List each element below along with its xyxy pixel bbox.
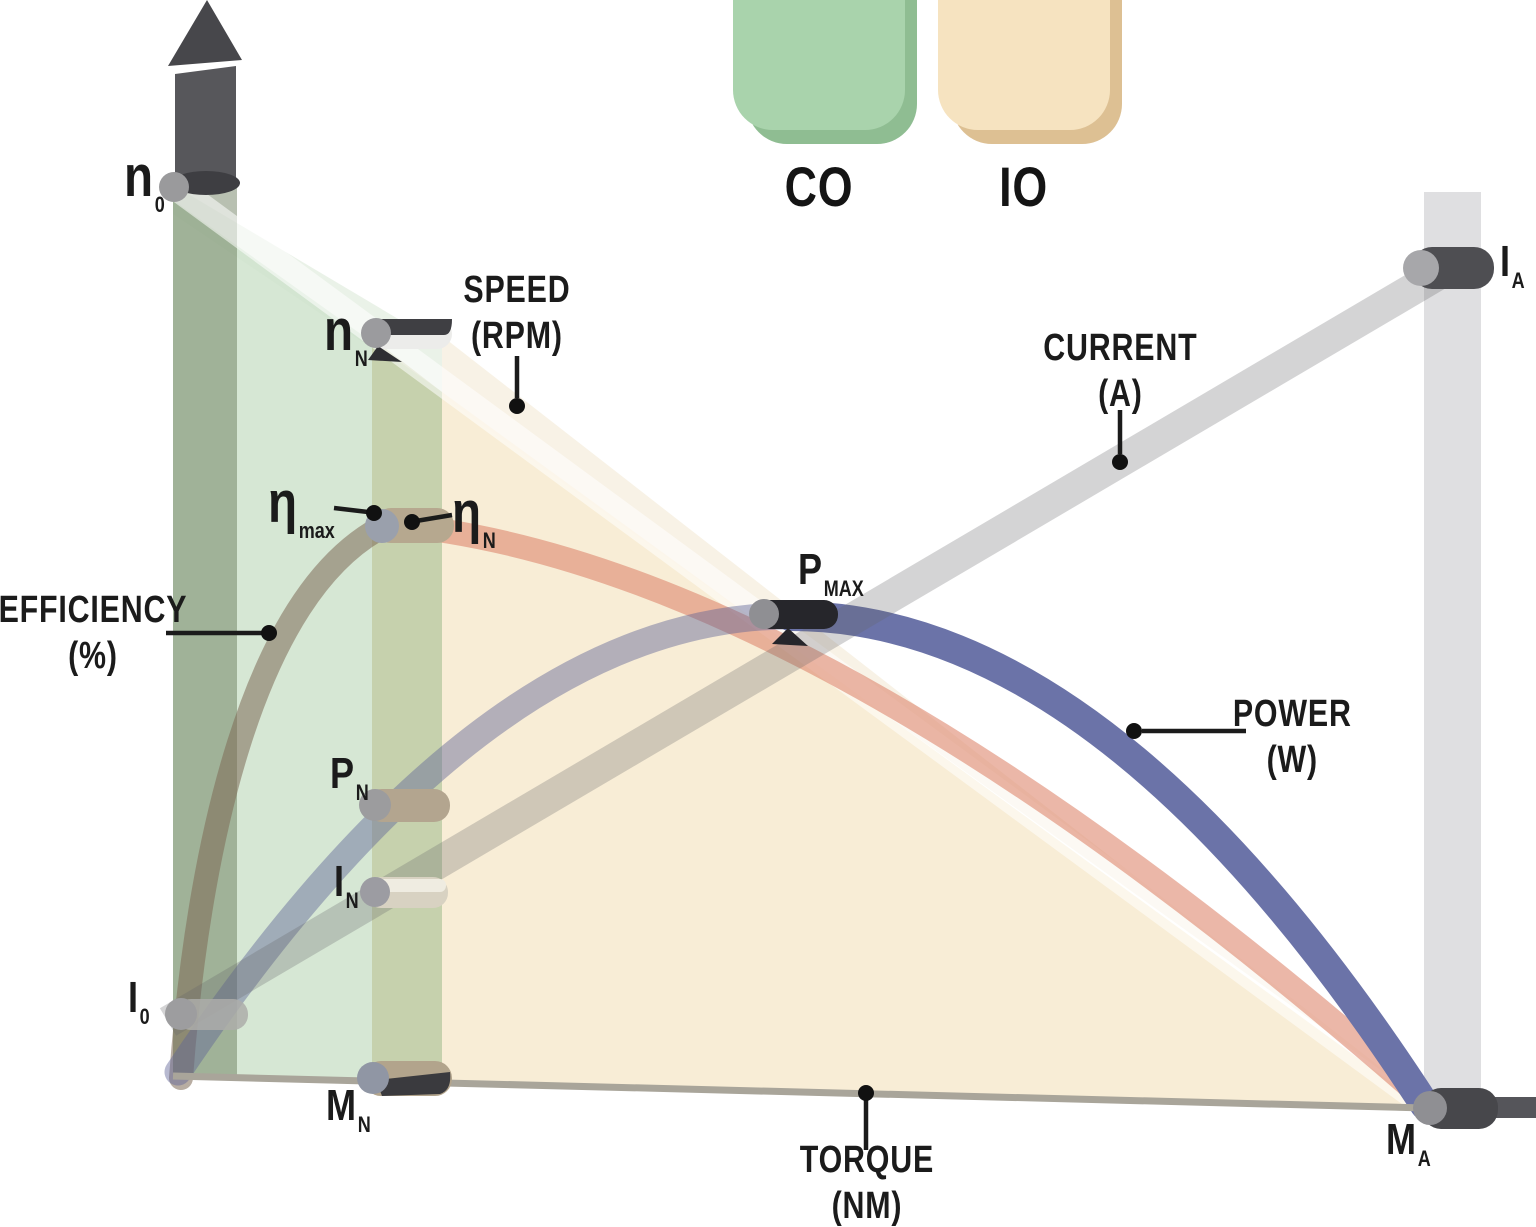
axis-base-cap	[172, 171, 240, 195]
label-eta-N: ηN	[452, 480, 496, 554]
annotation-power: POWER (W)	[1232, 693, 1352, 781]
label-MA: MA	[1386, 1115, 1431, 1172]
power-curve-right	[775, 600, 1440, 1120]
marker-MA	[1413, 1088, 1498, 1129]
annotation-efficiency: EFFICIENCY (%)	[0, 589, 188, 677]
power-curve-left	[164, 602, 804, 1086]
legend-io-label: IO	[999, 155, 1049, 218]
label-I0: I0	[128, 973, 150, 1030]
label-IN: IN	[334, 857, 359, 914]
eta-max-pointer-line	[333, 505, 369, 515]
label-n0: n0	[124, 144, 165, 218]
label-PN: PN	[330, 749, 369, 806]
label-IA: IA	[1500, 237, 1525, 294]
axis-arrowhead-icon	[168, 0, 242, 66]
marker-n0	[159, 172, 189, 202]
label-MN: MN	[326, 1081, 371, 1138]
efficiency-pointer-dot	[261, 625, 277, 641]
co-region	[173, 200, 442, 1080]
torque-axis-extension	[1490, 1097, 1536, 1118]
efficiency-curve-left	[169, 512, 400, 1090]
label-eta-max: ηmax	[268, 470, 335, 544]
axis-shaft	[175, 66, 236, 190]
label-nN: nN	[324, 298, 368, 372]
legend-io-swatch	[938, 0, 1110, 130]
current-pointer-dot	[1112, 454, 1128, 470]
eta-max-pointer-dot	[366, 505, 382, 521]
annotation-torque: TORQUE (NM)	[799, 1139, 935, 1227]
marker-PMAX	[749, 599, 838, 646]
marker-IA	[1403, 247, 1494, 289]
marker-IN	[360, 877, 448, 908]
vertical-axis-arrow	[168, 0, 242, 195]
speed-pointer-dot	[509, 398, 525, 414]
eta-N-pointer-line	[415, 512, 453, 524]
legend-co-label: CO	[784, 155, 854, 218]
label-PMAX: PMAX	[798, 545, 864, 602]
legend-co-swatch	[733, 0, 905, 130]
marker-I0	[165, 998, 248, 1030]
eta-N-pointer-dot	[404, 514, 420, 530]
power-pointer-dot	[1126, 723, 1142, 739]
marker-nN	[361, 318, 452, 362]
efficiency-curve-right	[376, 512, 1437, 1112]
co-io-divider-band	[372, 338, 442, 1080]
torque-pointer-dot	[858, 1085, 874, 1101]
right-axis-band	[1424, 192, 1481, 1110]
marker-PN	[359, 789, 450, 822]
annotation-speed: SPEED (RPM)	[463, 269, 571, 357]
pointer-lines	[166, 356, 1246, 1150]
marker-MN	[357, 1061, 452, 1096]
annotation-current: CURRENT (A)	[1042, 327, 1198, 415]
